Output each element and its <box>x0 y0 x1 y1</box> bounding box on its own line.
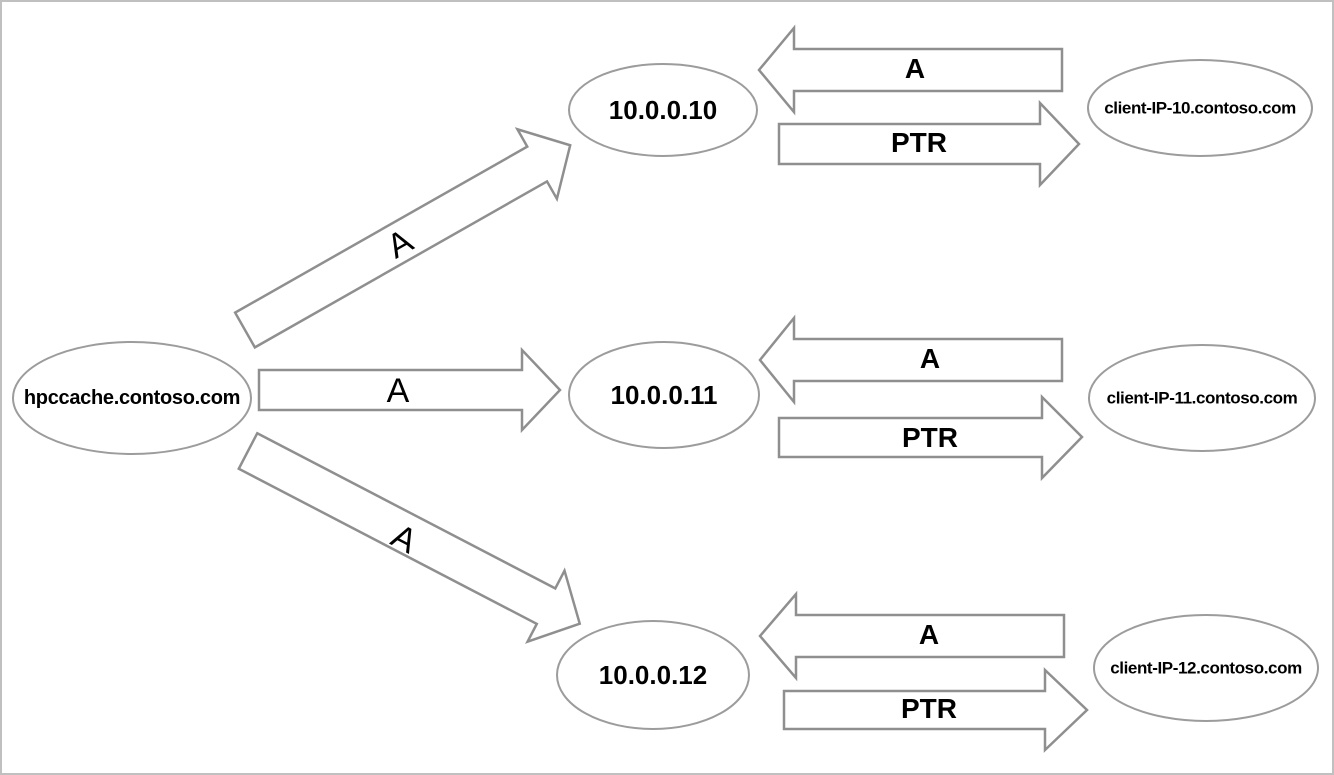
ip-ellipse-2 <box>556 620 750 730</box>
a-record-label-0: A <box>904 53 926 84</box>
client-node-label-0: client-IP-10.contoso.com <box>1104 98 1296 118</box>
ip-node-label-2: 10.0.0.12 <box>598 660 708 690</box>
hub-to-ip-arrow-1 <box>257 346 562 434</box>
ptr-record-label-2: PTR <box>901 693 957 724</box>
a-record-label-1: A <box>919 343 941 374</box>
ip-node-label-0: 10.0.0.10 <box>608 95 718 125</box>
hub-ellipse <box>12 341 252 455</box>
a-record-arrow-2 <box>758 590 1066 682</box>
hub-arrow-label-1: A <box>386 372 410 410</box>
client-ellipse-1 <box>1088 344 1316 452</box>
hub-node-label: hpccache.contoso.com <box>23 387 241 409</box>
ptr-record-arrow-1 <box>777 393 1084 482</box>
client-node-label-1: client-IP-11.contoso.com <box>1106 388 1298 408</box>
a-record-arrow-1 <box>758 314 1064 406</box>
hub-to-ip-arrow-0 <box>233 127 572 350</box>
ptr-record-label-0: PTR <box>891 127 947 158</box>
ptr-record-arrow-2 <box>782 667 1089 753</box>
ptr-record-arrow-0 <box>777 99 1081 189</box>
a-record-arrow-0 <box>757 24 1064 116</box>
a-record-label-2: A <box>918 619 940 650</box>
ip-ellipse-0 <box>568 63 758 157</box>
client-ellipse-2 <box>1093 614 1319 722</box>
hub-to-ip-arrow-2 <box>237 431 582 644</box>
ptr-record-label-1: PTR <box>902 422 958 453</box>
ip-node-label-1: 10.0.0.11 <box>610 380 718 410</box>
ip-ellipse-1 <box>568 341 760 449</box>
client-node-label-2: client-IP-12.contoso.com <box>1110 658 1302 678</box>
client-ellipse-0 <box>1087 59 1313 157</box>
